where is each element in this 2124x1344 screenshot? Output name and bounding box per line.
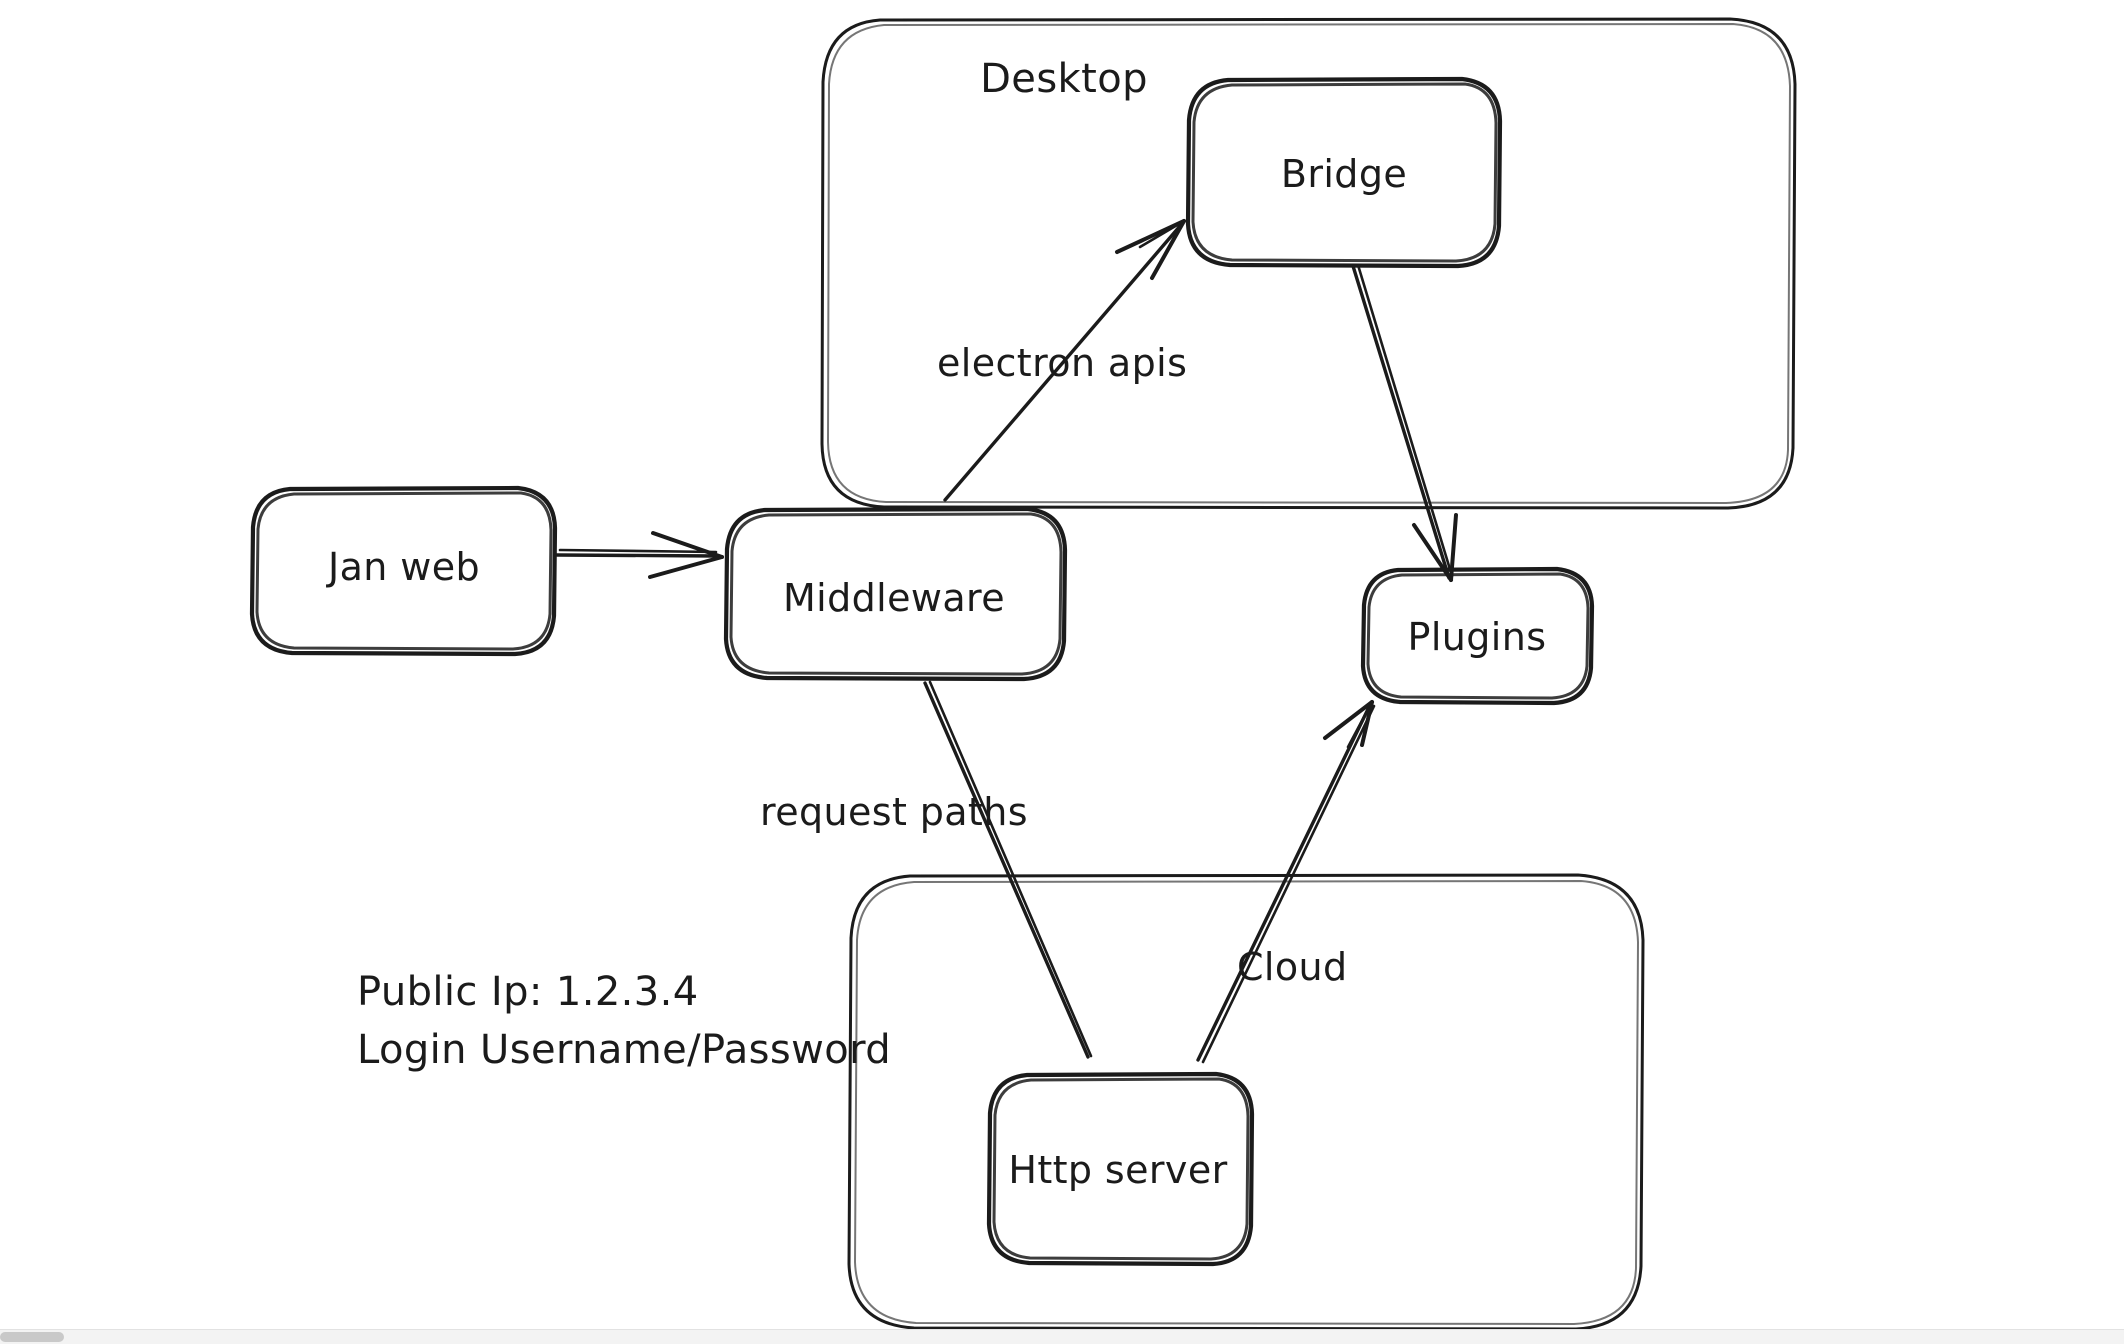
edge-line-sketch bbox=[558, 548, 718, 554]
node-label-middleware: Middleware bbox=[783, 576, 1005, 620]
edge-line bbox=[923, 681, 1090, 1059]
arrowhead-barb-down bbox=[1150, 219, 1186, 280]
node-http-server[interactable] bbox=[986, 1071, 1255, 1267]
arrowhead-barb-lower bbox=[648, 555, 724, 579]
note-public-ip: Public Ip: 1.2.3.4 bbox=[357, 969, 699, 1015]
horizontal-scrollbar[interactable] bbox=[0, 1329, 2124, 1344]
node-label-http-server: Http server bbox=[1008, 1148, 1227, 1192]
arrowhead-barb-extra bbox=[1138, 219, 1186, 249]
node-border-sketch bbox=[1366, 572, 1590, 700]
arrowhead-barb-extra bbox=[1346, 700, 1374, 749]
node-jan-web[interactable] bbox=[249, 485, 558, 657]
arrowhead-barb-upper bbox=[651, 531, 724, 559]
node-middleware[interactable] bbox=[723, 506, 1068, 682]
arrowhead-barb-inner bbox=[1360, 700, 1374, 747]
edge-line bbox=[555, 553, 720, 558]
node-border-sketch bbox=[992, 1077, 1250, 1261]
edge-label-electron-apis: electron apis bbox=[937, 341, 1187, 385]
edge-middleware-to-bridge bbox=[943, 219, 1186, 502]
edge-jan-web-to-middleware bbox=[555, 531, 724, 579]
node-label-jan-web: Jan web bbox=[326, 545, 480, 589]
scrollbar-thumb[interactable] bbox=[0, 1332, 64, 1342]
node-bridge[interactable] bbox=[1185, 76, 1503, 269]
edge-line-sketch bbox=[1201, 704, 1376, 1064]
desktop-group-border-sketch bbox=[827, 23, 1791, 504]
node-border bbox=[249, 485, 558, 657]
group-desktop bbox=[820, 17, 1797, 510]
node-border bbox=[723, 506, 1068, 682]
node-border-sketch bbox=[1191, 82, 1498, 263]
node-border-sketch bbox=[255, 491, 553, 651]
edge-line bbox=[943, 224, 1182, 502]
node-border-sketch bbox=[729, 512, 1063, 676]
node-label-plugins: Plugins bbox=[1408, 615, 1547, 659]
node-border bbox=[1185, 76, 1503, 269]
edge-line bbox=[1196, 703, 1372, 1062]
cloud-group-border-sketch bbox=[854, 880, 1639, 1325]
node-border bbox=[986, 1071, 1255, 1267]
edge-line-sketch bbox=[928, 680, 1093, 1058]
edge-label-cloud: Cloud bbox=[1237, 945, 1348, 989]
edge-middleware-to-http-server bbox=[923, 680, 1093, 1059]
node-plugins[interactable] bbox=[1360, 566, 1595, 706]
node-border bbox=[1360, 566, 1595, 706]
edge-label-request-paths: request paths bbox=[760, 790, 1028, 834]
arrowhead-barb-lower bbox=[1323, 700, 1374, 740]
edge-http-server-to-plugins bbox=[1196, 700, 1376, 1064]
note-login: Login Username/Password bbox=[357, 1027, 891, 1073]
edge-line bbox=[1351, 264, 1451, 580]
edge-line-sketch bbox=[1356, 263, 1454, 578]
edge-bridge-to-plugins bbox=[1351, 263, 1458, 582]
group-label-desktop: Desktop bbox=[980, 56, 1148, 102]
node-label-bridge: Bridge bbox=[1281, 152, 1407, 196]
desktop-group-border bbox=[820, 17, 1797, 510]
